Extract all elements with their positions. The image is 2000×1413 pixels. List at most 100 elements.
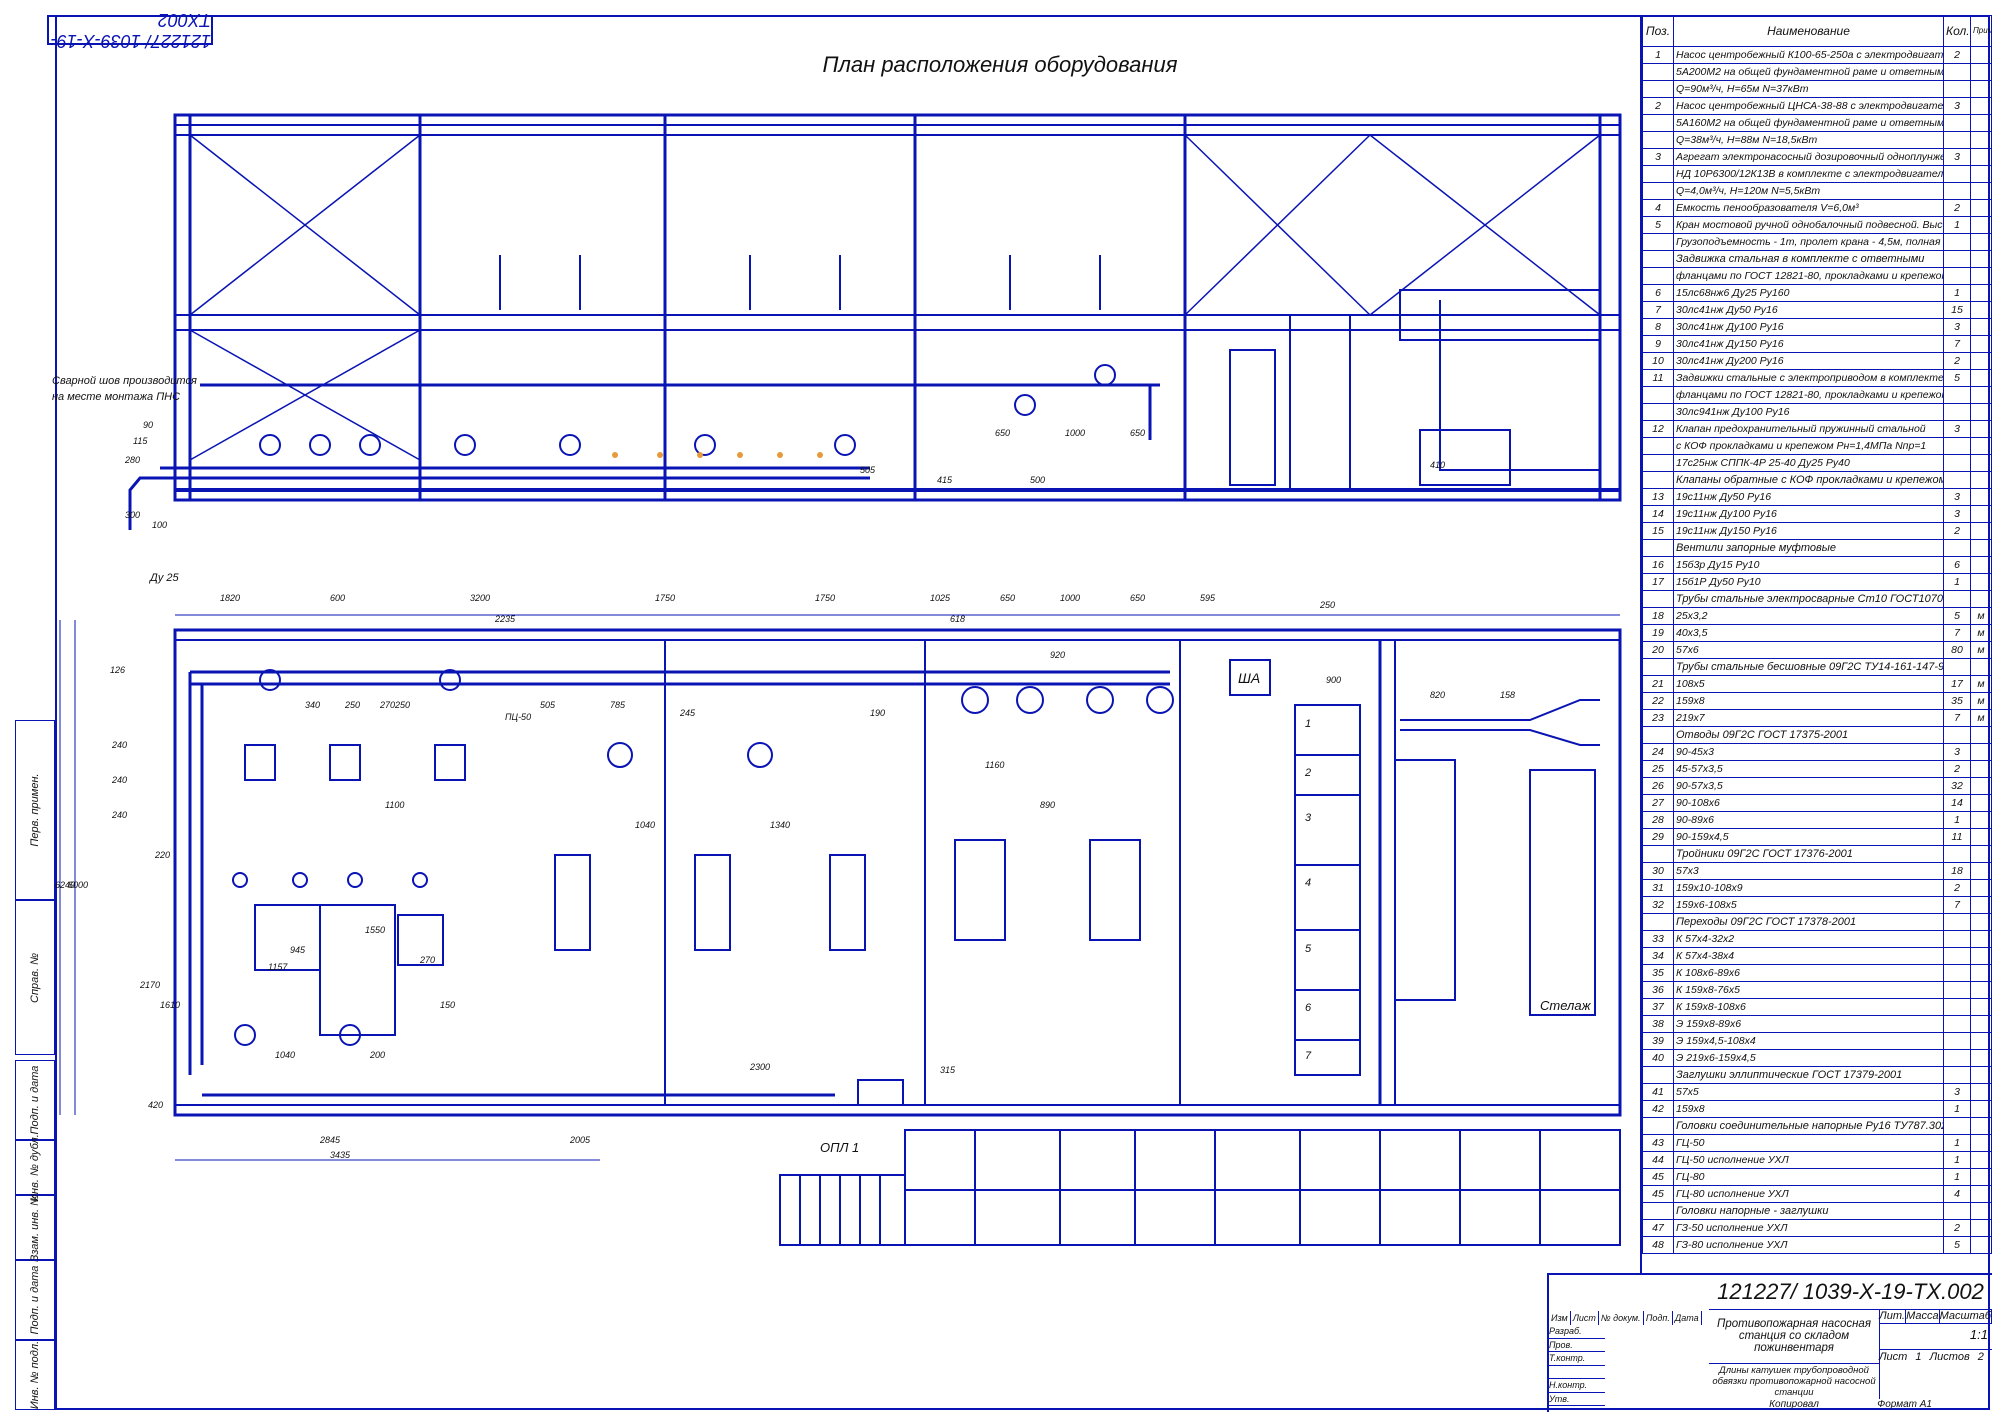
dimension-label: 1100: [385, 800, 405, 810]
dimension-label: 1000: [1060, 593, 1081, 603]
document-subtitle: Длины катушек трубопроводной обвязки про…: [1709, 1363, 1880, 1399]
spec-row: Головки соединительные напорные Ру16 ТУ7…: [1642, 1117, 1992, 1135]
spec-cell-name: Клапан предохранительный пружинный сталь…: [1673, 420, 1944, 438]
tb-role: Утв.: [1549, 1393, 1605, 1406]
spec-cell-qty: 80: [1943, 641, 1971, 659]
spec-cell-qty: [1943, 930, 1971, 948]
dimension-label: 240: [112, 775, 128, 785]
dimension-label: 1040: [275, 1050, 296, 1060]
foam-tanks: [234, 1024, 361, 1046]
spec-cell-name: Клапаны обратные с КОФ прокладками и кре…: [1673, 471, 1944, 489]
spec-cell-name: 19с11нж Ду150 Ру16: [1673, 522, 1944, 540]
spec-cell-qty: [1943, 1117, 1971, 1135]
spec-cell-pos: 11: [1642, 369, 1674, 387]
spec-cell-unit: [1970, 777, 1992, 795]
spec-cell-unit: [1970, 1015, 1992, 1033]
dimension-label: 3200: [470, 593, 491, 603]
spec-cell-unit: [1970, 63, 1992, 81]
spec-cell-qty: [1943, 1066, 1971, 1084]
spec-cell-pos: [1642, 267, 1674, 285]
spec-cell-pos: 44: [1642, 1151, 1674, 1169]
spec-cell-name: 15б1Р Ду50 Ру10: [1673, 573, 1944, 591]
spec-cell-name: 19с11нж Ду100 Ру16: [1673, 505, 1944, 523]
spec-cell-pos: 9: [1642, 335, 1674, 353]
spec-cell-pos: 1: [1642, 46, 1674, 64]
spec-cell-pos: 29: [1642, 828, 1674, 846]
spec-cell-name: Головки соединительные напорные Ру16 ТУ7…: [1673, 1117, 1944, 1135]
spec-cell-qty: 7: [1943, 896, 1971, 914]
spec-cell-pos: 37: [1642, 998, 1674, 1016]
spec-row: Отводы 09Г2С ГОСТ 17375-2001: [1642, 726, 1992, 744]
dimension-label: 650: [995, 428, 1011, 438]
document-code: 121227/ 1039-X-19-TX.002: [1709, 1275, 1992, 1310]
spec-cell-name: Q=4,0м³/ч, Н=120м N=5,5кВт: [1673, 182, 1944, 200]
spec-cell-unit: [1970, 233, 1992, 251]
spec-cell-unit: [1970, 488, 1992, 506]
dimension-label: 890: [1040, 800, 1056, 810]
rack-number: 6: [1305, 1002, 1312, 1014]
spec-cell-pos: 38: [1642, 1015, 1674, 1033]
spec-cell-unit: [1970, 1236, 1992, 1254]
spec-cell-qty: [1943, 131, 1971, 149]
dimension-label: 595: [1200, 593, 1216, 603]
spec-row: НД 10Р6300/12К13В в комплекте с электрод…: [1642, 165, 1992, 183]
weld-note-line1: Сварной шов производится: [52, 375, 197, 387]
spec-cell-name: 108х5: [1673, 675, 1944, 693]
spec-cell-pos: [1642, 233, 1674, 251]
tb-role: Разраб.: [1549, 1325, 1605, 1339]
rack-number: 4: [1305, 877, 1312, 889]
spec-cell-qty: [1943, 947, 1971, 965]
dimension-label: 270: [380, 700, 396, 710]
dimension-label: 1750: [655, 593, 676, 603]
spec-cell-name: 90-57х3,5: [1673, 777, 1944, 795]
spec-cell-name: Трубы стальные бесшовные 09Г2С ТУ14-161-…: [1673, 658, 1944, 676]
tb-role: [1549, 1366, 1605, 1379]
spec-row: 30лс941нж Ду100 Ру16: [1642, 403, 1992, 421]
dimension-label: 150: [440, 1000, 456, 1010]
spec-cell-unit: [1970, 1117, 1992, 1135]
dimension-label: 618: [950, 614, 966, 624]
spec-cell-pos: 45: [1642, 1185, 1674, 1203]
spec-cell-unit: [1970, 845, 1992, 863]
plan-outline: [173, 628, 1622, 1117]
spec-cell-pos: 36: [1642, 981, 1674, 999]
spec-cell-unit: [1970, 658, 1992, 676]
side-stamp: Взам. инв. №: [15, 1193, 55, 1262]
spec-cell-qty: [1943, 165, 1971, 183]
spec-cell-qty: [1943, 471, 1971, 489]
spec-cell-name: 19с11нж Ду50 Ру16: [1673, 488, 1944, 506]
spec-cell-name: К 159х8-108х6: [1673, 998, 1944, 1016]
tb-col: Подп.: [1644, 1311, 1673, 1325]
dimension-label: 505: [540, 700, 556, 710]
spec-cell-qty: 2: [1943, 352, 1971, 370]
spec-cell-name: Емкость пенообразователя V=6,0м³: [1673, 199, 1944, 217]
spec-cell-unit: [1970, 726, 1992, 744]
dimension-label: 190: [870, 708, 886, 718]
dimension-label: 1550: [365, 925, 386, 935]
tb-role: Т.контр.: [1549, 1352, 1605, 1366]
spec-row: Трубы стальные электросварные Ст10 ГОСТ1…: [1642, 590, 1992, 608]
spec-cell-pos: [1642, 165, 1674, 183]
tb-role: Пров.: [1549, 1339, 1605, 1352]
spec-cell-unit: [1970, 556, 1992, 574]
spec-cell-unit: [1970, 386, 1992, 404]
spec-cell-unit: [1970, 964, 1992, 982]
spec-row: Грузоподъемность - 1т, пролет крана - 4,…: [1642, 233, 1992, 251]
spec-cell-pos: 31: [1642, 879, 1674, 897]
spec-cell-unit: [1970, 811, 1992, 829]
spec-cell-pos: 33: [1642, 930, 1674, 948]
spec-cell-qty: [1943, 386, 1971, 404]
